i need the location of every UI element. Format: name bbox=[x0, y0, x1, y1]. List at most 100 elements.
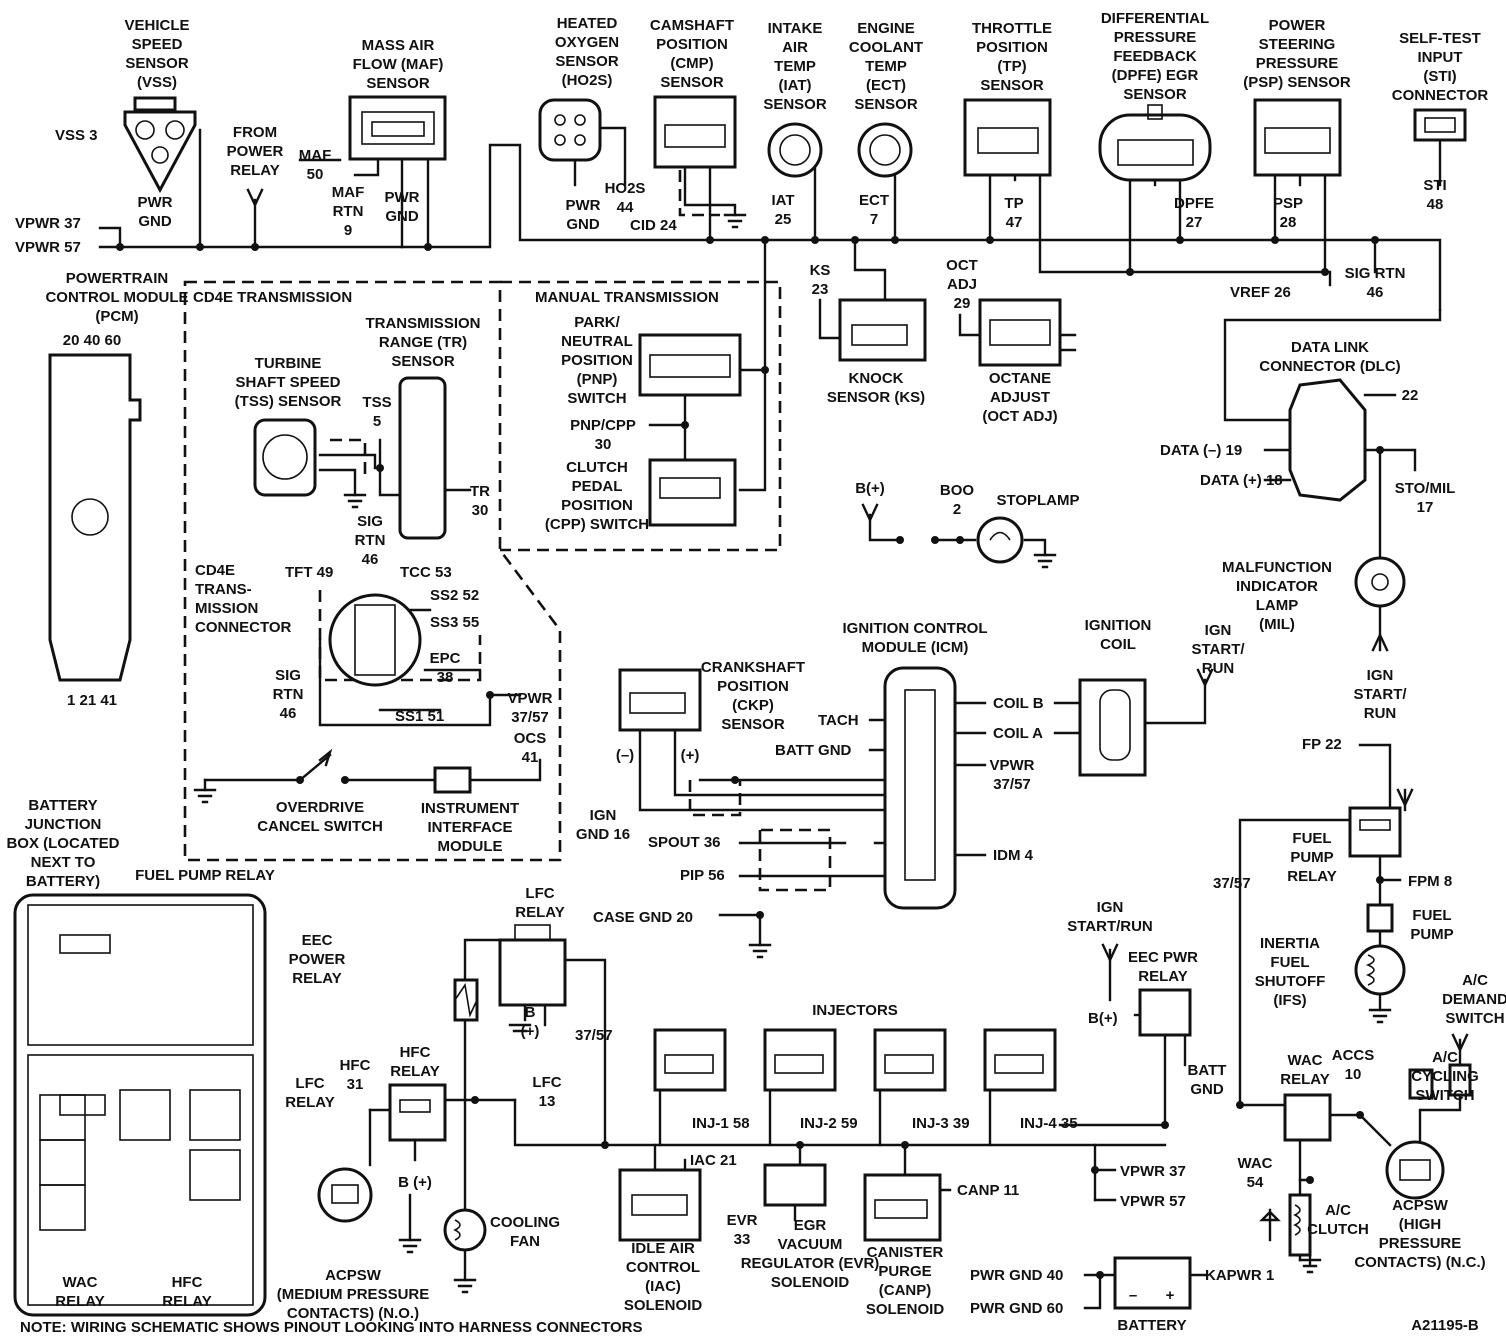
psp-sensor-symbol bbox=[1253, 98, 1342, 177]
label-cd4e-transmission: CD4E TRANSMISSION bbox=[193, 289, 352, 306]
cmp-sensor-symbol bbox=[653, 95, 737, 169]
label-dlc22: 22 bbox=[1402, 387, 1419, 404]
power-arrows bbox=[246, 188, 1469, 1053]
label-bplus: B(+) bbox=[855, 480, 885, 497]
label-note: NOTE: WIRING SCHEMATIC SHOWS PINOUT LOOK… bbox=[20, 1319, 643, 1336]
ho2s-sensor-symbol bbox=[538, 98, 602, 162]
label-vpwr57: VPWR 57 bbox=[15, 239, 81, 256]
label-injectors: INJECTORS bbox=[812, 1002, 898, 1019]
label-bplus-eec: B(+) bbox=[1088, 1010, 1118, 1027]
transmission-boundaries bbox=[183, 170, 832, 892]
label-batt-gnd: BATT GND bbox=[775, 742, 852, 759]
label-pwr-gnd40: PWR GND 40 bbox=[970, 1267, 1063, 1284]
iac-solenoid-symbol bbox=[618, 1168, 702, 1242]
fuel-pump-symbol bbox=[1354, 944, 1406, 996]
label-pip56: PIP 56 bbox=[680, 867, 725, 884]
label-vpwr37-b: VPWR 37 bbox=[1120, 1163, 1186, 1180]
injector-2-symbol bbox=[763, 1028, 837, 1092]
label-figure-id: A21195-B bbox=[1411, 1317, 1479, 1334]
label-pwr-gnd60: PWR GND 60 bbox=[970, 1300, 1063, 1317]
mil-lamp-symbol bbox=[1354, 556, 1406, 608]
label-tcc53: TCC 53 bbox=[400, 564, 452, 581]
inertia-switch-symbol bbox=[1366, 903, 1394, 933]
label-v3757-b: 37/57 bbox=[575, 1027, 613, 1044]
ect-sensor-symbol bbox=[857, 122, 913, 178]
pcm-connector-symbol bbox=[48, 353, 142, 682]
label-data-neg19: DATA (–) 19 bbox=[1160, 442, 1242, 459]
label-b-plus-hfc: B (+) bbox=[398, 1174, 432, 1191]
label-ss3-55: SS3 55 bbox=[430, 614, 479, 631]
label-tach: TACH bbox=[818, 712, 859, 729]
label-stoplamp: STOPLAMP bbox=[996, 492, 1079, 509]
label-tft49: TFT 49 bbox=[285, 564, 333, 581]
label-vpwr57-b: VPWR 57 bbox=[1120, 1193, 1186, 1210]
hfc-relay-symbol bbox=[388, 1083, 447, 1142]
label-v3757: 37/57 bbox=[1213, 875, 1251, 892]
tp-sensor-symbol bbox=[963, 98, 1052, 177]
label-kapwr1: KAPWR 1 bbox=[1205, 1267, 1274, 1284]
ac-clutch-symbol bbox=[1259, 1193, 1312, 1257]
label-data-pos18: DATA (+) 18 bbox=[1200, 472, 1283, 489]
ground-symbols bbox=[193, 213, 1392, 1294]
label-fuel-pump-relay-bjb: FUEL PUMP RELAY bbox=[135, 867, 275, 884]
dpfe-sensor-symbol bbox=[1098, 104, 1212, 182]
wac-relay-symbol bbox=[1283, 1093, 1332, 1142]
label-ss2-52: SS2 52 bbox=[430, 587, 479, 604]
label-coil-b: COIL B bbox=[993, 695, 1044, 712]
ac-demand-switch-symbol bbox=[1448, 1063, 1472, 1097]
label-inj1: INJ-1 58 bbox=[692, 1115, 750, 1132]
ac-cycling-switch-symbol bbox=[1408, 1068, 1434, 1100]
label-fpm8: FPM 8 bbox=[1408, 873, 1452, 890]
label-vref26: VREF 26 bbox=[1230, 284, 1291, 301]
label-b-plus-paren: B(+) bbox=[521, 1004, 540, 1040]
injector-4-symbol bbox=[983, 1028, 1057, 1092]
